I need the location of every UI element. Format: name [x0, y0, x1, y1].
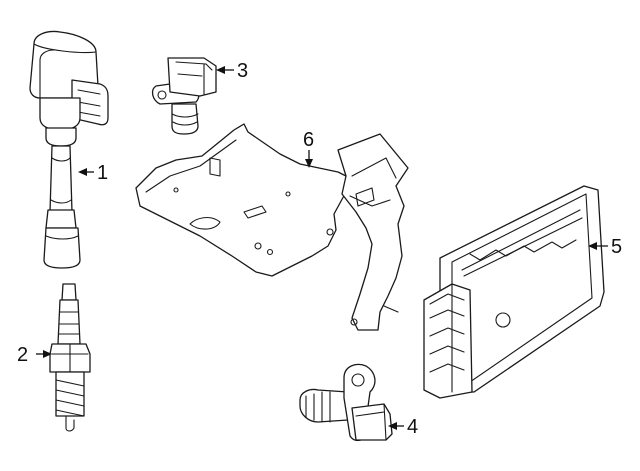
- callout-1: 1: [78, 162, 108, 184]
- callout-number-2: 2: [17, 344, 28, 366]
- callout-6: 6: [303, 129, 314, 168]
- spark-plug[interactable]: [49, 283, 91, 432]
- engine-control-module[interactable]: [423, 185, 605, 399]
- callout-number-1: 1: [97, 162, 108, 184]
- callout-number-5: 5: [611, 236, 622, 258]
- callout-number-3: 3: [237, 60, 248, 82]
- callout-number-4: 4: [407, 416, 418, 438]
- callout-5: 5: [588, 236, 622, 258]
- callout-number-6: 6: [303, 129, 314, 151]
- callout-3: 3: [216, 60, 248, 82]
- crankshaft-sensor[interactable]: [299, 363, 393, 442]
- ignition-coil[interactable]: [29, 30, 109, 269]
- camshaft-sensor[interactable]: [151, 57, 217, 135]
- callout-4: 4: [388, 416, 418, 438]
- callout-2: 2: [17, 344, 52, 366]
- mounting-bracket[interactable]: [135, 123, 409, 331]
